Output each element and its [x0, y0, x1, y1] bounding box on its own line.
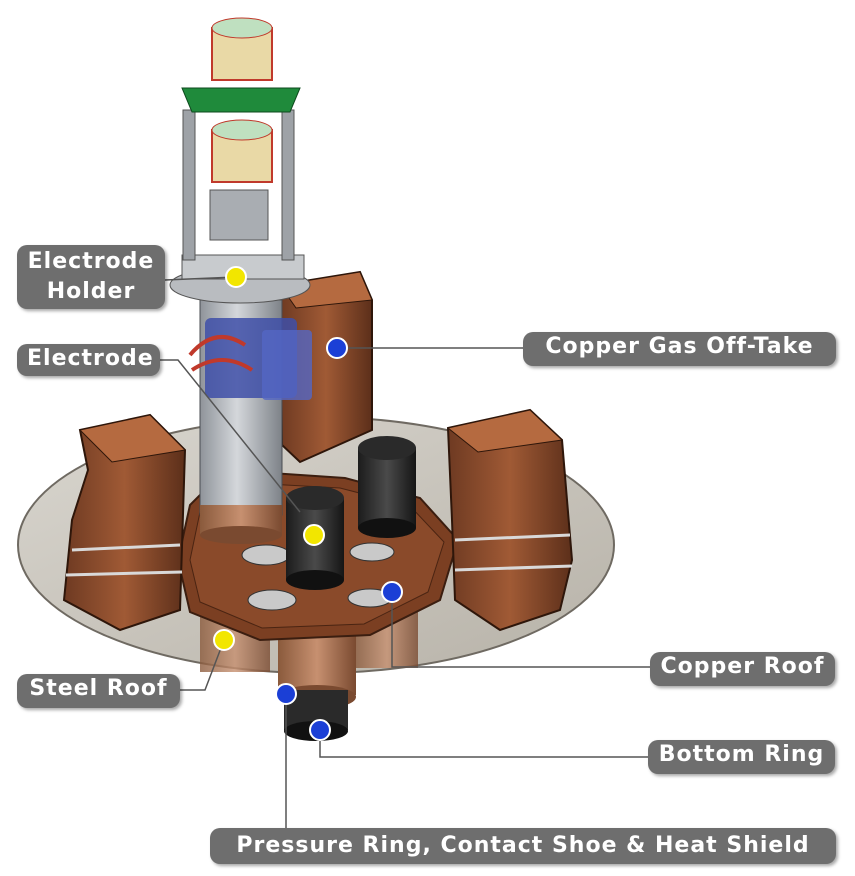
- label-bottom-ring-text: Bottom Ring: [658, 742, 825, 767]
- right-off-take: [446, 408, 574, 632]
- marker-electrode: [303, 524, 325, 546]
- leader-electrode: [160, 359, 301, 513]
- label-copper-roof-text: Copper Roof: [660, 654, 825, 679]
- label-electrode-holder-line1: Electrode: [27, 249, 155, 274]
- label-bottom-ring: Bottom Ring: [648, 740, 835, 774]
- leader-steel-roof: [180, 639, 225, 691]
- left-off-take: [62, 413, 187, 632]
- label-pressure-ring: Pressure Ring, Contact Shoe & Heat Shiel…: [210, 828, 836, 864]
- marker-copper-gas-off-take: [326, 337, 348, 359]
- label-electrode: Electrode: [17, 344, 160, 376]
- label-electrode-text: Electrode: [27, 346, 154, 371]
- leader-bottom-ring: [319, 730, 648, 758]
- label-copper-gas-off-take-text: Copper Gas Off-Take: [545, 334, 814, 359]
- label-copper-roof: Copper Roof: [650, 652, 835, 686]
- top-clamp-rings: [181, 17, 301, 183]
- marker-bottom-ring: [309, 719, 331, 741]
- black-caps: [286, 436, 416, 590]
- markers: [213, 266, 403, 741]
- marker-copper-roof: [381, 581, 403, 603]
- leader-electrode-holder: [164, 276, 237, 281]
- leader-copper-roof: [391, 592, 650, 668]
- label-steel-roof: Steel Roof: [17, 674, 180, 708]
- label-steel-roof-text: Steel Roof: [29, 676, 168, 701]
- label-electrode-holder: Electrode Holder: [17, 245, 165, 309]
- label-pressure-ring-text: Pressure Ring, Contact Shoe & Heat Shiel…: [236, 833, 810, 858]
- electrode-column: [188, 299, 312, 544]
- marker-electrode-holder: [225, 266, 247, 288]
- marker-pressure-ring: [275, 683, 297, 705]
- back-off-take: [278, 270, 373, 464]
- leader-lines: [160, 276, 650, 828]
- marker-steel-roof: [213, 629, 235, 651]
- label-copper-gas-off-take: Copper Gas Off-Take: [523, 332, 836, 366]
- label-electrode-holder-line2: Holder: [46, 279, 136, 304]
